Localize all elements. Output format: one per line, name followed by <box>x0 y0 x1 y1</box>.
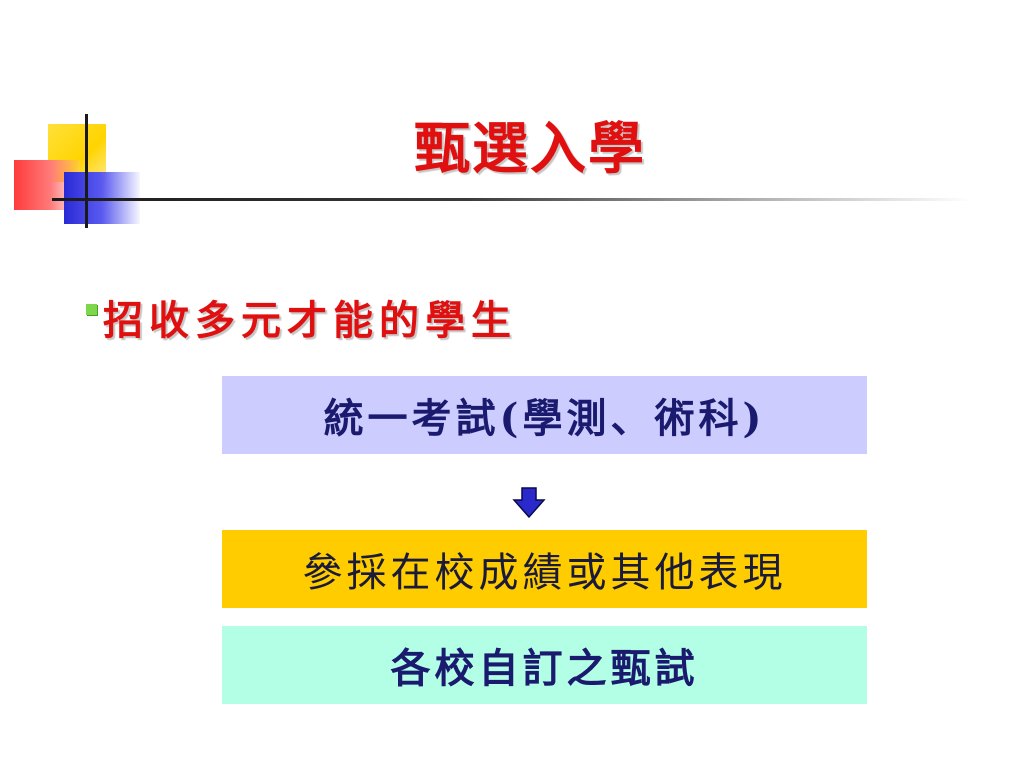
slide-title: 甄選入學 <box>414 116 646 182</box>
bullet-text: 招收多元才能的學生 <box>103 297 517 344</box>
step-box-exam: 統一考試(學測、術科) <box>222 376 867 454</box>
step-box-school-record: 參採在校成績或其他表現 <box>222 530 867 608</box>
bullet-square-icon <box>86 304 97 315</box>
step-box-school-test: 各校自訂之甄試 <box>222 626 867 704</box>
title-underline <box>52 198 972 201</box>
down-arrow-icon <box>512 487 546 519</box>
bullet-item: 招收多元才能的學生 <box>86 288 517 346</box>
logo-vertical-line <box>85 114 88 228</box>
